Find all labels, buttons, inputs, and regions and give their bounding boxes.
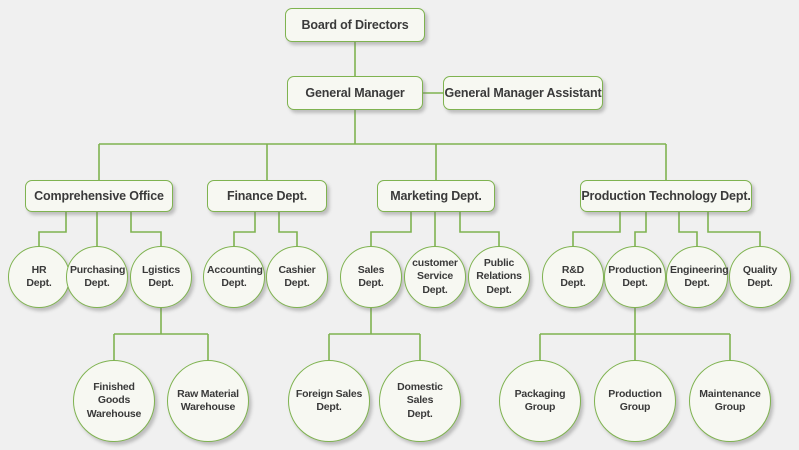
- node-engineering-dept[interactable]: Engineering Dept.: [666, 246, 729, 308]
- node-finance-dept[interactable]: Finance Dept.: [207, 180, 327, 212]
- node-label: Production Group: [608, 387, 662, 413]
- node-maintenance-group[interactable]: Maintenance Group: [689, 360, 771, 442]
- node-general-manager[interactable]: General Manager: [287, 76, 423, 110]
- node-label: Comprehensive Office: [34, 189, 164, 203]
- node-label: HR Dept.: [26, 263, 52, 289]
- node-label: Production Dept.: [608, 263, 662, 289]
- prodtech-to-production: [634, 212, 647, 250]
- node-label: Lgistics Dept.: [141, 263, 181, 289]
- node-production-technology-dept[interactable]: Production Technology Dept.: [580, 180, 752, 212]
- node-raw-material-warehouse[interactable]: Raw Material Warehouse: [167, 360, 249, 442]
- node-sales-dept[interactable]: Sales Dept.: [340, 246, 402, 308]
- node-finished-goods-warehouse[interactable]: Finished Goods Warehouse: [73, 360, 155, 442]
- node-customer-service-dept[interactable]: customer Service Dept.: [404, 246, 466, 308]
- node-production-dept[interactable]: Production Dept.: [604, 246, 666, 308]
- node-label: General Manager: [305, 86, 405, 100]
- node-domestic-sales-dept[interactable]: Domestic Sales Dept.: [379, 360, 461, 442]
- node-label: Quality Dept.: [742, 263, 778, 289]
- node-label: Accounting Dept.: [207, 263, 263, 289]
- node-label: Production Technology Dept.: [581, 189, 751, 203]
- node-label: Maintenance Group: [699, 387, 761, 413]
- node-production-group[interactable]: Production Group: [594, 360, 676, 442]
- node-label: Finished Goods Warehouse: [86, 380, 142, 420]
- finance-to-cashier: [278, 212, 298, 250]
- node-purchasing-dept[interactable]: Purchasing Dept.: [66, 246, 128, 308]
- node-label: Marketing Dept.: [390, 189, 482, 203]
- marketing-to-public-relations: [459, 212, 500, 250]
- node-general-manager-assistant[interactable]: General Manager Assistant: [443, 76, 603, 110]
- node-label: Finance Dept.: [226, 189, 307, 203]
- node-label: customer Service Dept.: [412, 256, 458, 296]
- node-label: Raw Material Warehouse: [177, 387, 239, 413]
- node-comprehensive-office[interactable]: Comprehensive Office: [25, 180, 173, 212]
- comprehensive-to-lgistics: [130, 212, 162, 250]
- prodtech-to-rd: [572, 212, 621, 250]
- node-marketing-dept[interactable]: Marketing Dept.: [377, 180, 495, 212]
- node-foreign-sales-dept[interactable]: Foreign Sales Dept.: [288, 360, 370, 442]
- node-lgistics-dept[interactable]: Lgistics Dept.: [130, 246, 192, 308]
- node-label: Domestic Sales Dept.: [397, 380, 443, 420]
- node-label: Foreign Sales Dept.: [295, 387, 363, 413]
- node-label: Board of Directors: [301, 18, 409, 32]
- comprehensive-to-hr: [38, 212, 67, 250]
- node-label: Public Relations Dept.: [476, 256, 522, 296]
- node-rd-dept[interactable]: R&D Dept.: [542, 246, 604, 308]
- node-public-relations-dept[interactable]: Public Relations Dept.: [468, 246, 530, 308]
- node-cashier-dept[interactable]: Cashier Dept.: [266, 246, 328, 308]
- prodtech-to-quality: [707, 212, 761, 250]
- node-label: Packaging Group: [514, 387, 566, 413]
- node-accounting-dept[interactable]: Accounting Dept.: [203, 246, 265, 308]
- finance-to-accounting: [233, 212, 256, 250]
- node-label: General Manager Assistant: [444, 86, 602, 100]
- node-label: R&D Dept.: [560, 263, 586, 289]
- prodtech-to-engineering: [678, 212, 698, 250]
- node-label: Cashier Dept.: [278, 263, 316, 289]
- marketing-to-sales: [370, 212, 412, 250]
- node-label: Purchasing Dept.: [70, 263, 126, 289]
- node-quality-dept[interactable]: Quality Dept.: [729, 246, 791, 308]
- node-board-of-directors[interactable]: Board of Directors: [285, 8, 425, 42]
- node-label: Engineering Dept.: [670, 263, 729, 289]
- node-label: Sales Dept.: [357, 263, 385, 289]
- node-hr-dept[interactable]: HR Dept.: [8, 246, 70, 308]
- node-packaging-group[interactable]: Packaging Group: [499, 360, 581, 442]
